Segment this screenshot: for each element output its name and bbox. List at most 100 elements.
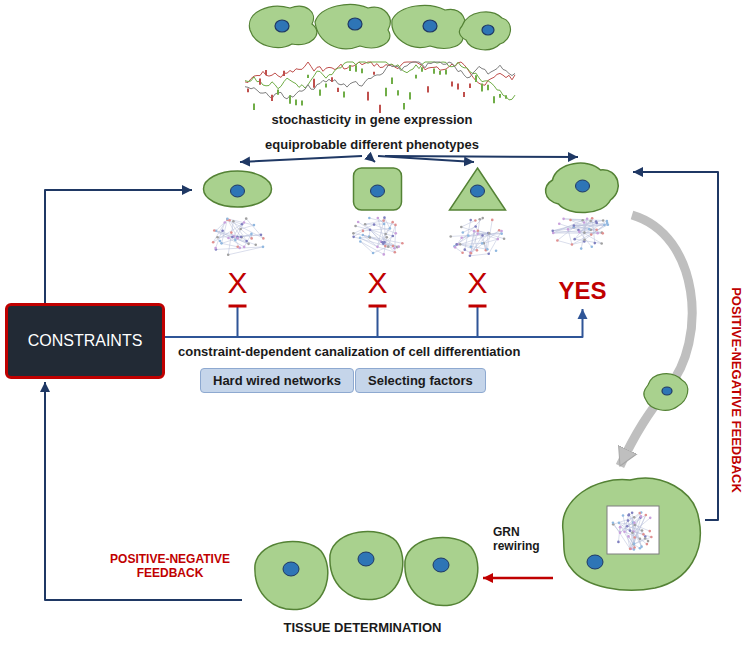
trace-tick	[499, 94, 501, 98]
trace-tick	[379, 105, 381, 113]
phenotype-cell: X	[335, 165, 420, 300]
cell-drawing	[555, 470, 705, 595]
trace-tick	[463, 92, 465, 97]
cell-outline	[450, 168, 506, 210]
trace-tick	[409, 92, 411, 99]
phenotype-cell: X	[435, 165, 520, 300]
trace-tick	[331, 77, 333, 81]
trace-tick	[391, 77, 393, 84]
network-blob	[612, 511, 653, 551]
phenotype-cell: YES	[535, 160, 630, 305]
nucleus	[471, 185, 485, 197]
trace-tick	[403, 103, 405, 110]
trace-tick	[421, 67, 423, 72]
trace-tick	[307, 75, 309, 78]
factor-box: Hard wired networks	[200, 368, 354, 393]
network-blob	[352, 216, 404, 255]
network-frame	[607, 506, 659, 554]
tissue-group: TISSUE DETERMINATION	[245, 525, 480, 637]
inhibition-bar	[469, 305, 487, 308]
trace-tick	[295, 100, 297, 106]
nucleus	[358, 552, 374, 566]
cell-outline	[546, 163, 619, 212]
trace-line	[245, 62, 515, 100]
caption-text: equiprobable different phenotypes	[265, 137, 479, 152]
cell-outline	[405, 538, 478, 606]
rewired-cell: GRN rewiring	[555, 470, 705, 595]
trace-tick	[361, 69, 363, 74]
trace-tick	[325, 84, 327, 88]
verdict-text: YES	[535, 279, 630, 303]
node-text: GRN rewiring	[493, 525, 551, 553]
node-text: Selecting factors	[368, 373, 473, 388]
cell-drawing	[435, 165, 520, 265]
nucleus	[576, 180, 590, 192]
trace-tick	[439, 71, 441, 75]
fan-arrows	[240, 156, 578, 162]
nucleus	[231, 185, 245, 197]
network-blob	[449, 217, 505, 257]
trace-tick	[397, 90, 399, 95]
inhibition-bar	[229, 305, 247, 308]
cell-outline	[330, 532, 403, 600]
connector	[165, 309, 583, 337]
trace-tick	[259, 78, 261, 84]
cell-cluster	[249, 4, 510, 49]
cell-outline	[255, 542, 328, 610]
caption-text: constraint-dependent canalization of cel…	[178, 344, 520, 359]
node-text: CONSTRAINTS	[28, 332, 143, 350]
trace-tick	[457, 83, 459, 89]
cell-drawing	[535, 160, 630, 260]
network-blob	[212, 217, 265, 256]
trace-tick	[265, 70, 267, 75]
network-blob	[551, 217, 609, 250]
verdict-text: X	[195, 268, 280, 298]
nucleus	[371, 185, 385, 197]
trace-tick	[373, 72, 375, 75]
trace-tick	[481, 83, 483, 91]
cell-outline	[563, 478, 701, 590]
trace-tick	[253, 103, 255, 110]
trace-tick	[247, 88, 249, 92]
cell-outline	[354, 168, 402, 210]
trace-tick	[355, 65, 357, 72]
node-text: Hard wired networks	[213, 373, 341, 388]
factor-box: Selecting factors	[355, 368, 486, 393]
expression-trace	[245, 62, 515, 113]
cell-drawing	[195, 165, 280, 265]
nucleus	[587, 555, 603, 569]
connector	[45, 382, 242, 600]
trace-tick	[385, 88, 387, 96]
nucleus	[283, 562, 299, 576]
inhibition-bar	[369, 305, 387, 308]
connector	[483, 577, 553, 580]
trace-tick	[349, 65, 351, 71]
trace-tick	[493, 96, 495, 103]
trace-tick	[469, 84, 471, 89]
trace-tick	[289, 95, 291, 104]
caption-text: stochasticity in gene expression	[272, 112, 473, 127]
cell-outline	[204, 171, 272, 207]
constraints-box: CONSTRAINTS	[5, 303, 165, 379]
trace-tick	[445, 70, 447, 75]
trace-tick	[451, 82, 453, 87]
connector	[620, 215, 692, 466]
trace-tick	[313, 79, 315, 88]
trace-tick	[427, 86, 429, 92]
verdict-text: X	[435, 268, 520, 298]
connector	[165, 306, 378, 337]
trace-tick	[475, 75, 477, 82]
trace-tick	[367, 92, 369, 101]
trace-tick	[337, 88, 339, 92]
trace-tick	[505, 95, 507, 98]
nucleus	[433, 558, 449, 572]
trace-tick	[301, 101, 303, 106]
trace-tick	[283, 71, 285, 76]
node-text: TISSUE DETERMINATION	[245, 620, 480, 635]
trace-tick	[319, 90, 321, 96]
trace-tick	[433, 69, 435, 74]
connector	[165, 306, 238, 337]
trace-tick	[415, 75, 417, 79]
feedback-label: POSITIVE-NEGATIVE FEEDBACK	[729, 287, 744, 493]
